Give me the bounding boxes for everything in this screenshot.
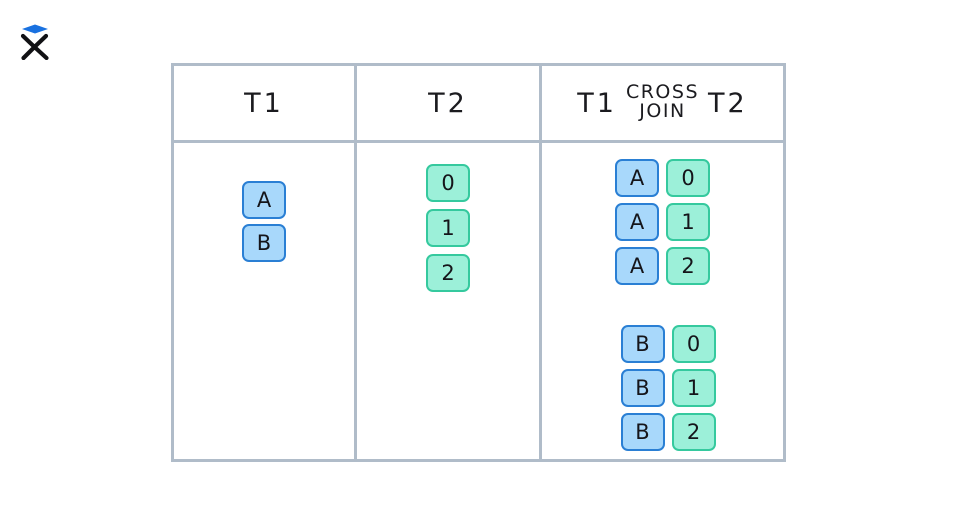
t2-values-cell: 0 1 2 [357,143,539,459]
pair-right-box: 1 [666,203,710,241]
cross-keyword: CROSS [625,81,700,103]
cross-join-results-cell: A 0 A 1 A 2 B [542,143,783,459]
cross-join-pair-row: B 0 [620,325,716,363]
cross-join-keyword: CROSS JOIN [626,83,699,121]
pair-right-box: 0 [666,159,710,197]
cross-join-group-a: A 0 A 1 A 2 [615,159,710,291]
cross-join-pair-row: B 2 [620,413,716,451]
pair-left-box: B [620,413,665,451]
t2-value-box: 1 [426,209,470,247]
t2-value-stack: 0 1 2 [426,164,470,299]
pair-right-box: 2 [671,413,716,451]
t1-value-box: B [242,224,286,262]
cross-join-pair-row: B 1 [620,369,716,407]
column-header-t2: T2 [354,66,542,140]
pair-left-box: B [620,369,665,407]
cross-join-pair-row: A 1 [615,203,710,241]
t1-value-box: A [242,181,286,219]
table-header-row: T1 T2 T1 CROSS JOIN T2 [174,66,783,143]
column-header-cross-join: T1 CROSS JOIN T2 [542,66,783,140]
pair-right-box: 2 [666,247,710,285]
cross-join-group-b: B 0 B 1 B 2 [620,325,716,457]
cross-join-right-table: T2 [708,87,748,119]
pair-right-box: 1 [671,369,716,407]
table-body-row: A B 0 1 2 A 0 [174,143,783,459]
pair-left-box: A [615,247,659,285]
cross-join-expression: T1 CROSS JOIN T2 [577,83,748,122]
pair-left-box: A [615,159,659,197]
cross-join-pair-row: A 2 [615,247,710,285]
t1-values-cell: A B [174,143,354,459]
join-keyword: JOIN [639,100,686,122]
excalidraw-logo-icon [20,24,49,61]
column-body-cross-join: A 0 A 1 A 2 B [542,143,783,459]
column-header-t1: T1 [174,66,354,140]
t2-value-box: 0 [426,164,470,202]
column-header-t2-label: T2 [428,87,468,119]
app-logo [14,16,56,61]
pair-left-box: B [620,325,665,363]
cross-join-table: T1 T2 T1 CROSS JOIN T2 A B [171,63,786,462]
column-body-t1: A B [174,143,354,459]
pair-right-box: 0 [671,325,716,363]
column-body-t2: 0 1 2 [354,143,542,459]
pair-left-box: A [615,203,659,241]
cross-join-pair-row: A 0 [615,159,710,197]
t1-value-stack: A B [242,181,286,267]
t2-value-box: 2 [426,254,470,292]
cross-join-left-table: T1 [577,87,617,119]
column-header-t1-label: T1 [244,87,284,119]
